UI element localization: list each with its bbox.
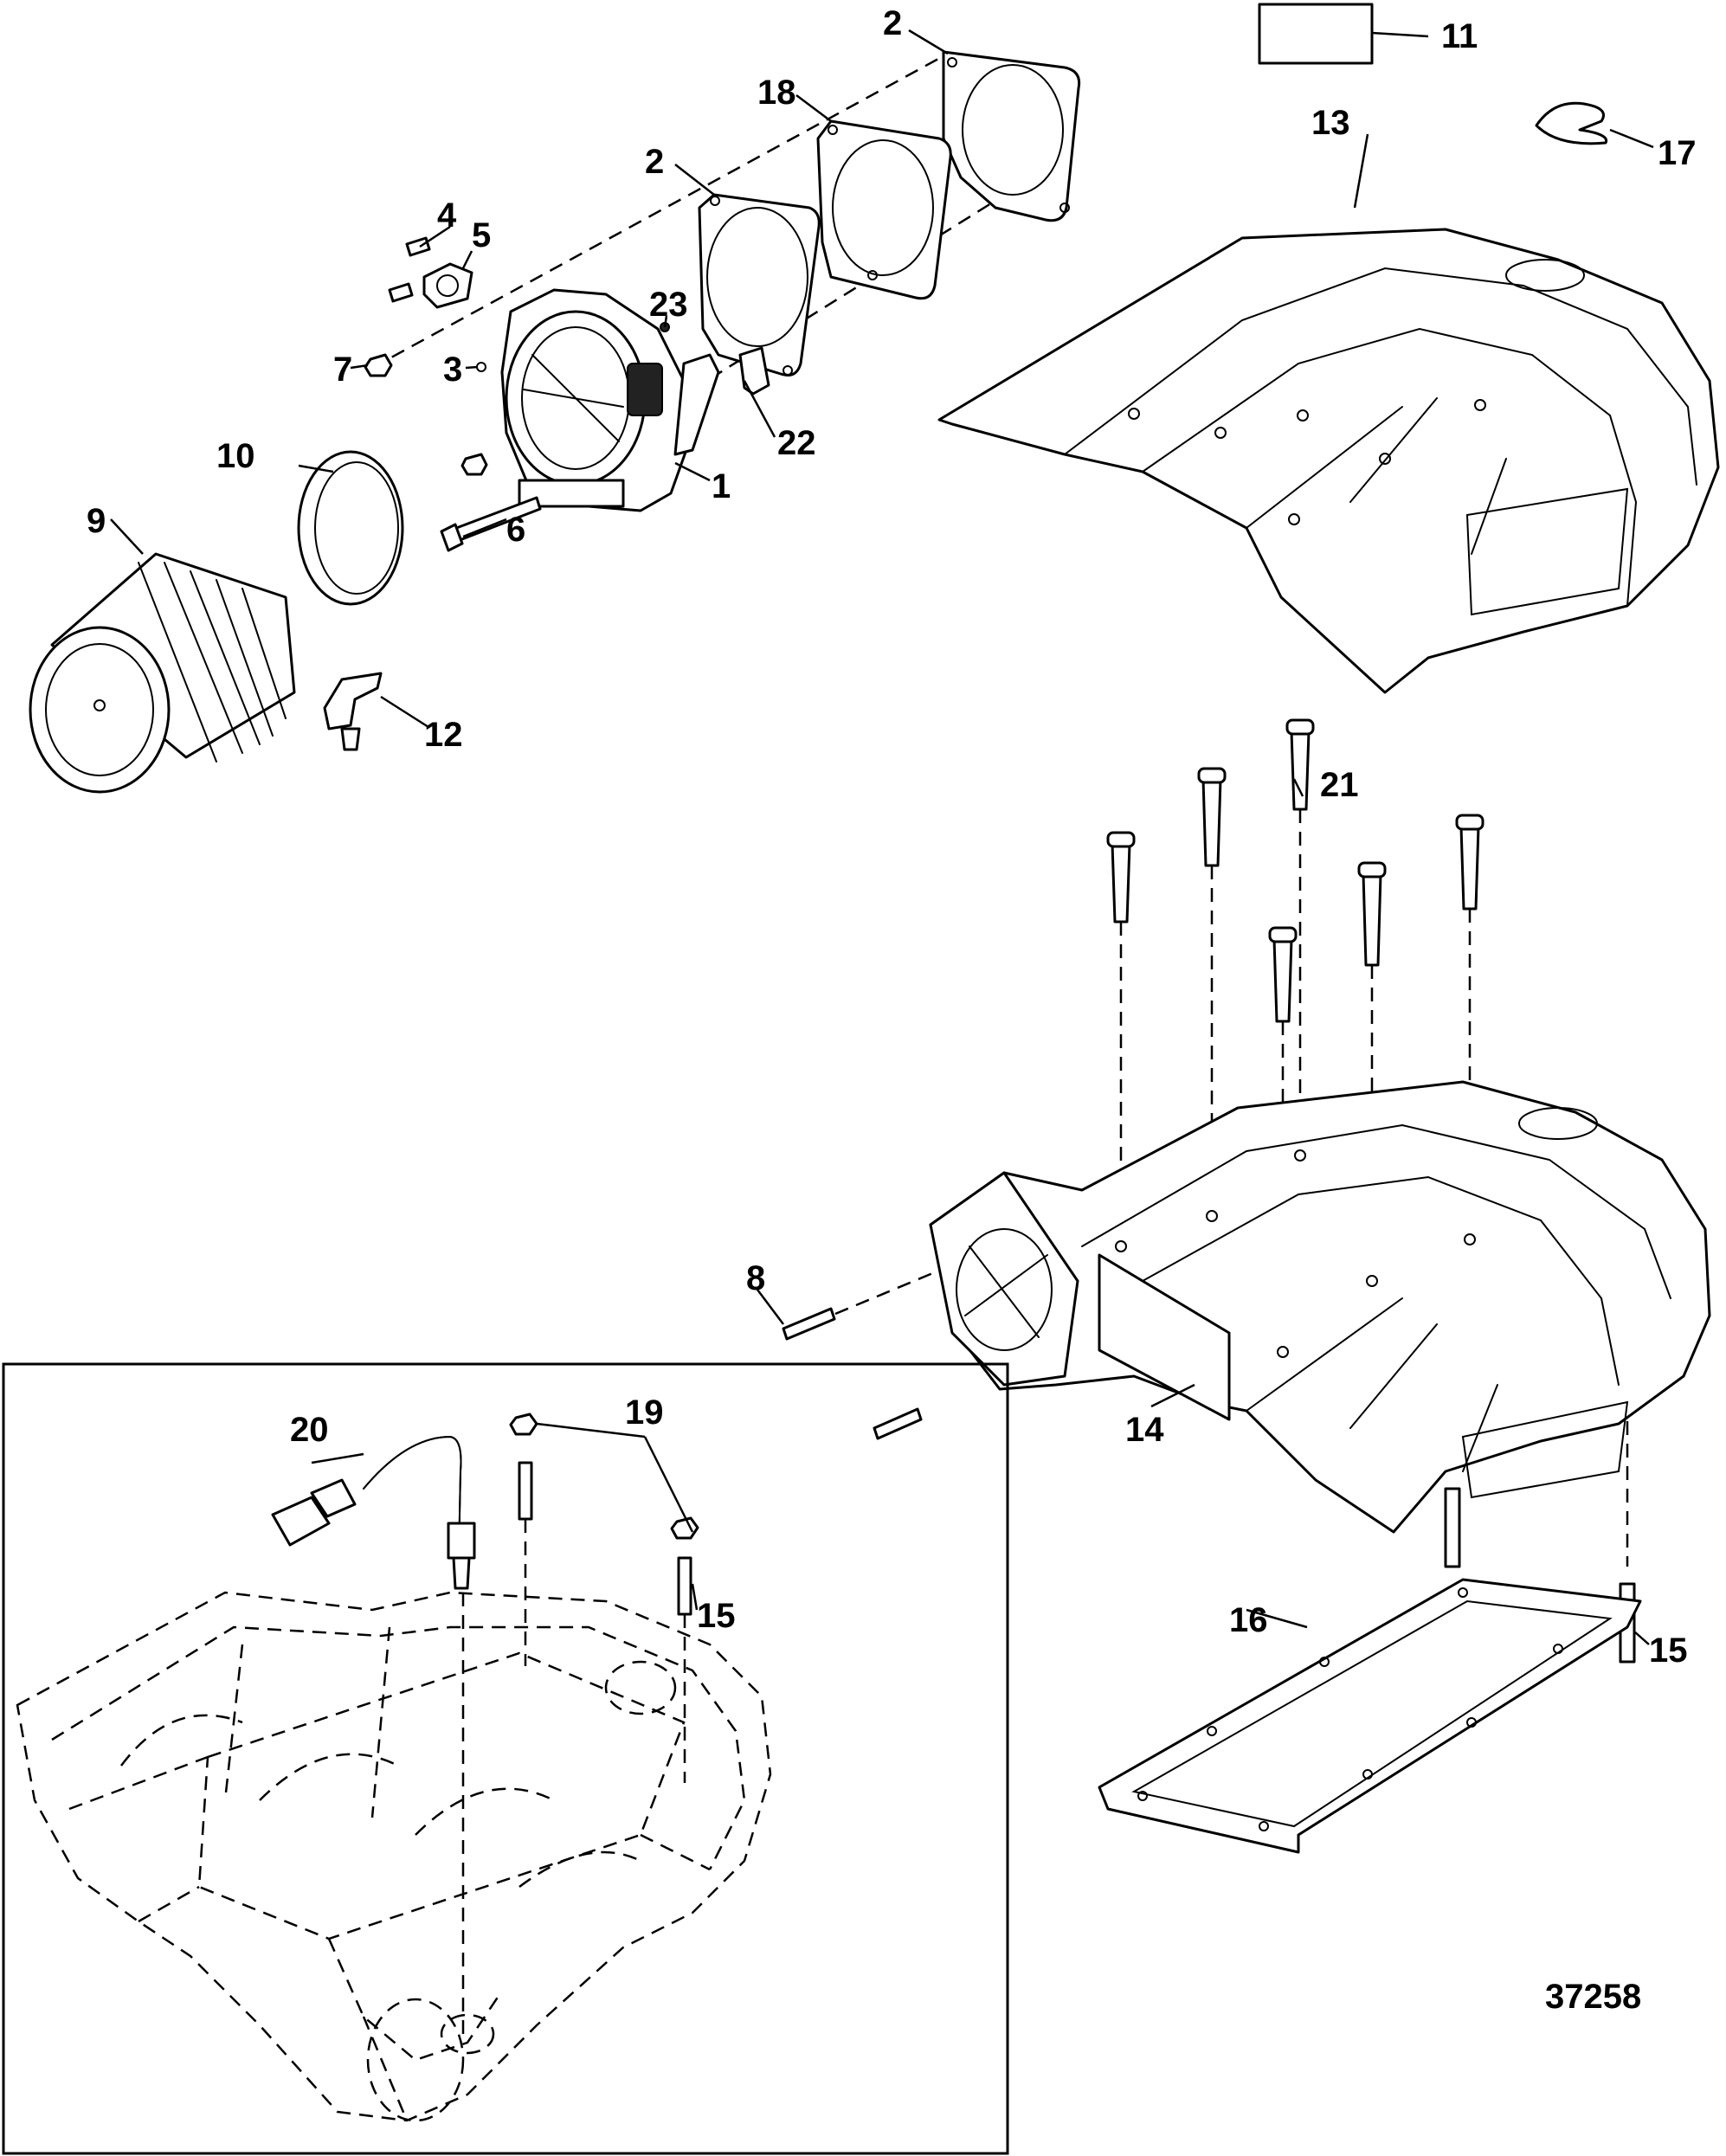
alignment-line-upper (371, 52, 949, 370)
inset-plenum-outline (16, 1591, 772, 2122)
callout-22: 22 (777, 424, 816, 462)
callout-14: 14 (1125, 1411, 1164, 1449)
callout-2-top: 2 (883, 4, 902, 42)
throttle-body (500, 288, 720, 512)
callout-10: 10 (216, 437, 255, 475)
callout-15-right: 15 (1649, 1631, 1688, 1670)
nut-3b (460, 453, 488, 476)
studs-8 (782, 1307, 923, 1440)
tool-17 (1535, 101, 1608, 145)
leader-lines (110, 29, 1654, 1645)
decal-box (1258, 3, 1374, 65)
clamp-ring (297, 450, 404, 606)
figure-number: 37258 (1545, 1978, 1641, 2016)
callout-3: 3 (443, 351, 462, 389)
callout-11: 11 (1441, 17, 1478, 55)
callout-20: 20 (290, 1411, 329, 1449)
callout-16: 16 (1229, 1601, 1268, 1639)
callout-1: 1 (712, 467, 731, 505)
air-filter (29, 552, 296, 794)
callout-23: 23 (649, 286, 688, 324)
callout-7: 7 (333, 351, 352, 389)
bolt-6 (440, 496, 542, 552)
callout-4: 4 (437, 196, 457, 235)
inset-hardware (509, 1413, 699, 1616)
callout-21: 21 (1320, 766, 1359, 804)
callout-5: 5 (472, 216, 491, 254)
screw-5b (388, 282, 414, 303)
callout-12: 12 (424, 716, 463, 754)
temperature-sensor (271, 1435, 476, 1590)
plenum-14 (929, 1080, 1711, 1534)
inset-frame (2, 1362, 1009, 2155)
callout-19: 19 (625, 1393, 664, 1432)
callout-18: 18 (757, 74, 796, 112)
gasket-rear (942, 50, 1081, 222)
callout-8: 8 (746, 1259, 765, 1297)
callout-13: 13 (1311, 104, 1350, 142)
callout-9: 9 (87, 502, 106, 540)
washer-3 (476, 362, 486, 372)
gasket-16 (1098, 1578, 1642, 1854)
cover-13 (937, 228, 1720, 694)
fitting-22 (738, 346, 770, 396)
callout-2-front: 2 (645, 143, 664, 181)
bracket-12 (323, 672, 383, 751)
gasket-18 (816, 119, 952, 300)
nut-7 (364, 353, 393, 377)
tps-sensor (422, 262, 473, 309)
gasket-front (698, 193, 821, 376)
screw-4 (405, 236, 431, 257)
callout-15-inset: 15 (697, 1597, 736, 1635)
callout-17: 17 (1658, 134, 1697, 172)
bolts-21 (1106, 718, 1484, 1023)
callout-6: 6 (506, 511, 525, 549)
